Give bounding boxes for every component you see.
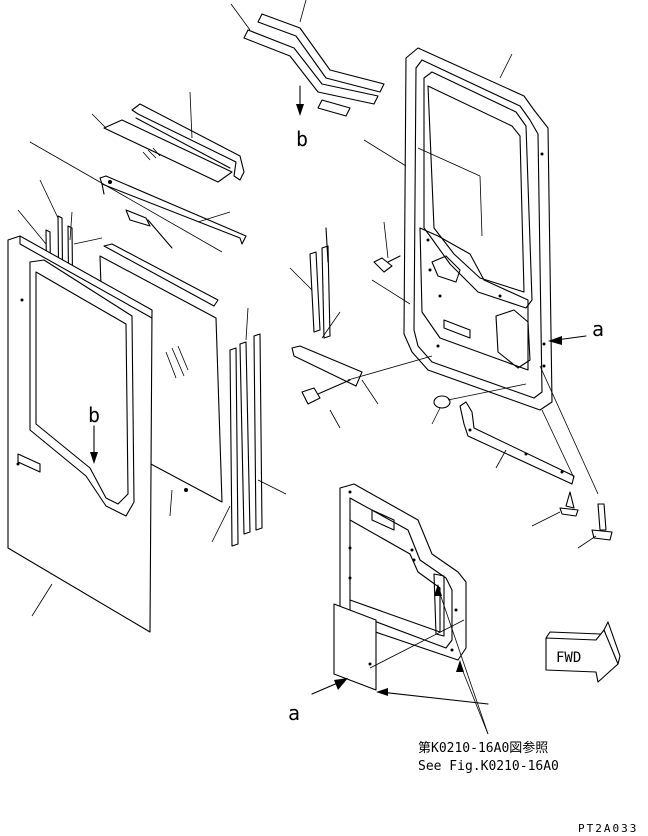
vertical-strips-right [211,307,287,547]
arrow-a-bottom [311,678,489,705]
glass-rail [99,175,247,245]
trim-pad [333,603,465,691]
drawing-id: PT2A033 [578,822,638,835]
arrow-b-top [296,85,304,116]
arrow-a-top [548,335,587,345]
inner-trim-panel [339,483,467,661]
bolt-right [577,503,613,549]
upper-glass-seal [131,103,245,181]
callout-a-bottom: a [288,701,300,725]
arrow-b-left [90,425,98,464]
upper-glass [103,119,233,183]
callout-b-left: b [88,403,100,427]
fwd-label: FWD [556,650,581,666]
striker-plate [459,365,599,495]
door-frame [403,47,553,411]
reference-jp: 第K0210-16A0図参照 [418,740,548,756]
callout-b-top: b [296,127,308,151]
reference-leaders [434,584,489,735]
knob [431,383,527,425]
rail-bolt [125,209,173,249]
door-handle-cover [291,345,379,405]
handle-bolt [301,355,433,429]
reference-en: See Fig.K0210-16A0 [418,759,559,774]
top-glass-run [103,243,219,307]
center-channel [289,227,341,339]
top-weather-strip [230,0,385,117]
lock-bolt [371,221,411,305]
door-outer-panel [7,235,153,633]
fwd-arrow-icon: FWD [545,621,621,683]
tapping-screw [531,491,579,527]
callout-a-top: a [592,317,604,341]
